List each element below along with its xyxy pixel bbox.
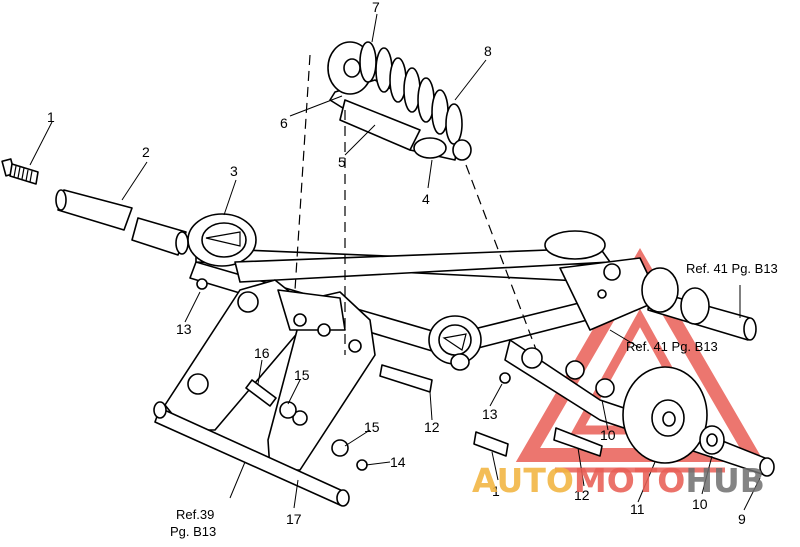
callout-6: 6	[280, 115, 288, 131]
shock-absorber	[327, 41, 472, 161]
watermark-text: AUTOMOTOHUB	[472, 461, 765, 500]
callout-2: 2	[142, 144, 150, 160]
watermark-part-auto: AUTO	[472, 461, 574, 500]
callout-15-lower: 15	[364, 419, 380, 435]
alignment-lines	[294, 54, 541, 361]
callout-10-upper: 10	[600, 427, 616, 443]
right-shaft-end	[641, 267, 757, 341]
watermark-part-moto: MOTO	[573, 461, 686, 500]
callout-8: 8	[484, 43, 492, 59]
pivot-cup-middle	[428, 315, 482, 371]
callout-12-lower: 12	[574, 487, 590, 503]
callout-12-upper: 12	[424, 419, 440, 435]
pivot-cup-part-3	[187, 213, 257, 267]
right-lower-linkage	[504, 339, 775, 477]
leader-lines	[29, 13, 761, 511]
ref-39-label-line1: Ref.39	[176, 507, 215, 522]
callout-17: 17	[286, 511, 302, 527]
callout-10-lower: 10	[692, 496, 708, 512]
bolt-part-1-left	[1, 158, 39, 185]
watermark-part-hub: HUB	[685, 461, 765, 500]
callout-3: 3	[230, 163, 238, 179]
callout-13-right: 13	[482, 406, 498, 422]
ref-39-label-line2: Pg. B13	[170, 524, 217, 539]
ref-41-mid-label: Ref. 41 Pg. B13	[626, 339, 718, 354]
callout-4: 4	[422, 191, 430, 207]
callout-5: 5	[338, 154, 346, 170]
callout-1-lower: 1	[492, 483, 500, 499]
callout-1-left: 1	[47, 109, 55, 125]
callout-7: 7	[372, 0, 380, 15]
spacer-tube-part-2	[55, 189, 189, 256]
callout-15-upper: 15	[294, 367, 310, 383]
callout-9: 9	[738, 511, 746, 527]
hardware-items	[196, 278, 603, 471]
callout-11: 11	[630, 501, 645, 517]
callout-13-left: 13	[176, 321, 192, 337]
right-a-arm	[234, 230, 661, 349]
callout-14: 14	[390, 454, 406, 470]
ref-41-top-label: Ref. 41 Pg. B13	[686, 261, 778, 276]
callout-16: 16	[254, 345, 270, 361]
